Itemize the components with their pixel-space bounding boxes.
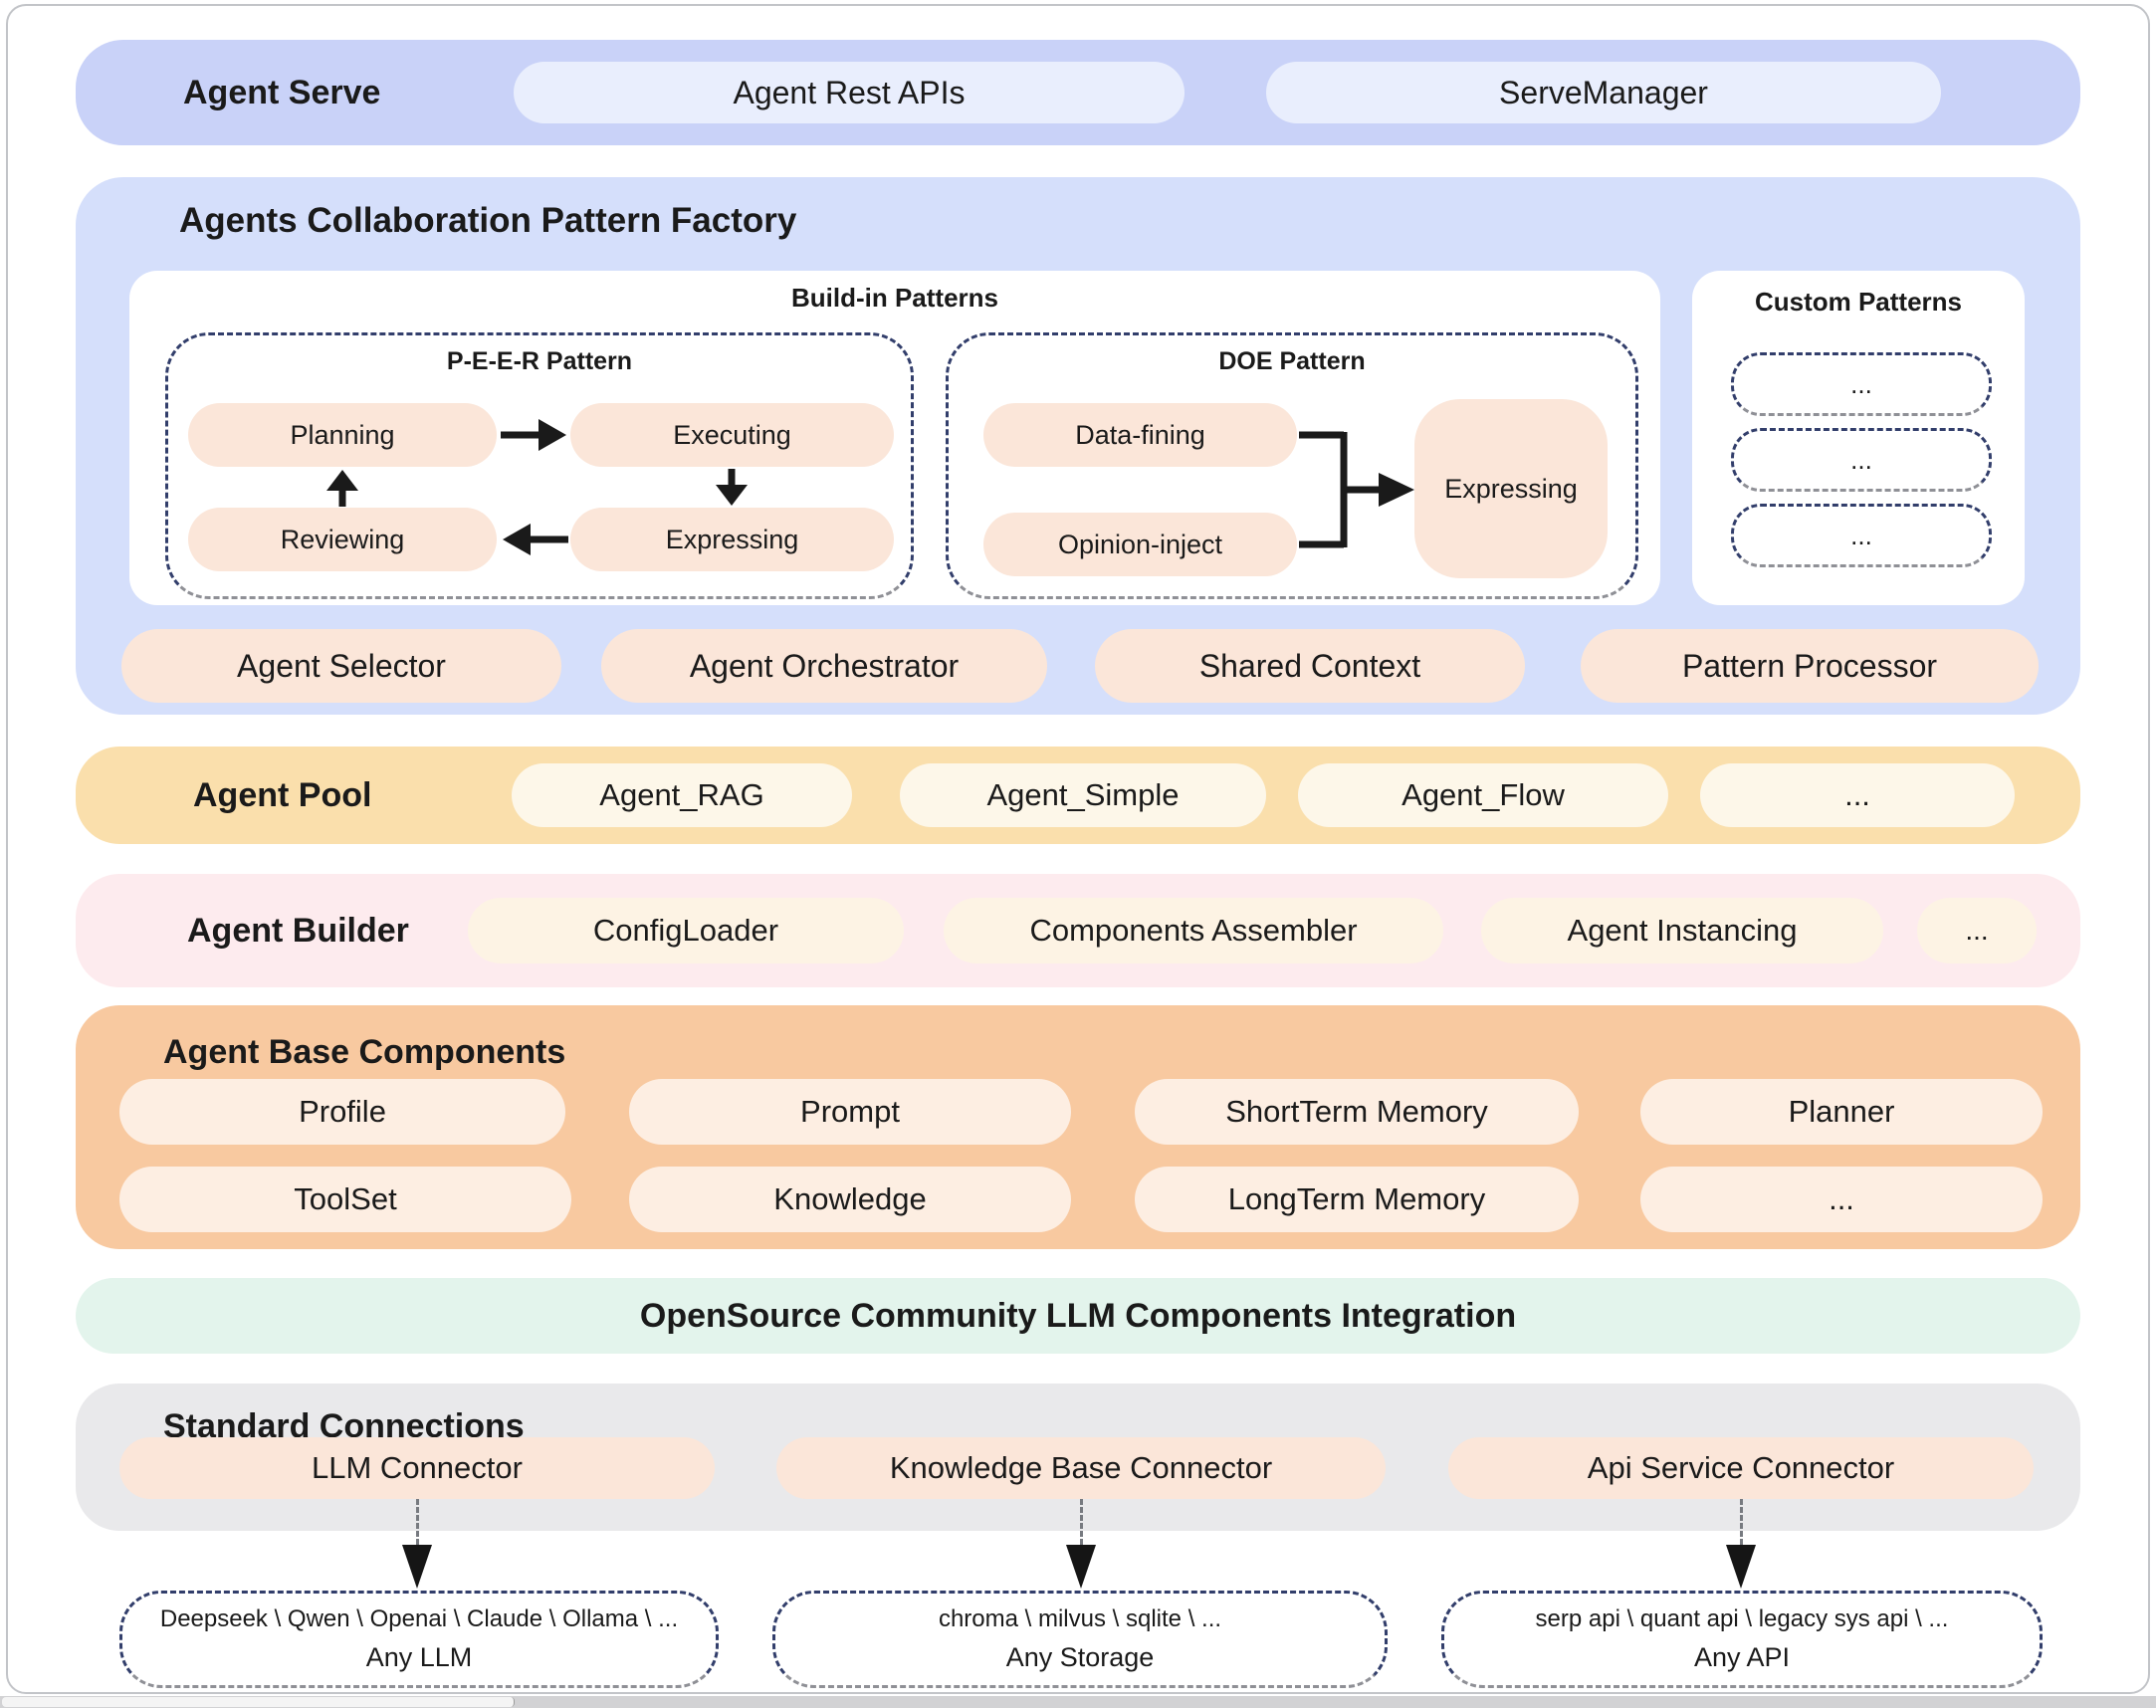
- standard-connections-band: Standard Connections LLM Connector Knowl…: [76, 1384, 2080, 1531]
- pattern-factory-band: Agents Collaboration Pattern Factory Bui…: [76, 177, 2080, 715]
- llm-connector-line: [416, 1499, 419, 1545]
- shared-context-block: Shared Context: [1095, 629, 1525, 703]
- agent-builder-more-block: ...: [1917, 898, 2037, 963]
- agent-pool-more-block: ...: [1700, 763, 2015, 827]
- planner-block: Planner: [1640, 1079, 2043, 1145]
- agent-base-components-title: Agent Base Components: [163, 1033, 566, 1071]
- arrow-left-icon: [503, 524, 568, 555]
- pattern-processor-block: Pattern Processor: [1581, 629, 2039, 703]
- agent-selector-block: Agent Selector: [121, 629, 561, 703]
- configloader-block: ConfigLoader: [468, 898, 904, 963]
- agent-pool-title: Agent Pool: [193, 775, 372, 814]
- components-assembler-block: Components Assembler: [944, 898, 1443, 963]
- knowledge-block: Knowledge: [629, 1167, 1071, 1232]
- arrow-down-icon: [1726, 1545, 1756, 1589]
- arrow-up-icon: [326, 470, 358, 507]
- any-api-label: Any API: [1693, 1642, 1791, 1672]
- agent-builder-title: Agent Builder: [187, 911, 409, 950]
- agent-rest-apis-block: Agent Rest APIs: [514, 62, 1185, 123]
- agent-serve-band: Agent Serve Agent Rest APIs ServeManager: [76, 40, 2080, 145]
- peer-node-reviewing: Reviewing: [188, 508, 497, 571]
- api-providers-list: serp api \ quant api \ legacy sys api \ …: [1535, 1605, 1949, 1632]
- agent-base-components-band: Agent Base Components Profile Prompt Sho…: [76, 1005, 2080, 1249]
- arrow-down-icon: [402, 1545, 432, 1589]
- any-storage-target-box: chroma \ milvus \ sqlite \ ... Any Stora…: [772, 1591, 1388, 1688]
- doe-node-data-fining: Data-fining: [983, 403, 1297, 467]
- pattern-factory-title: Agents Collaboration Pattern Factory: [179, 201, 797, 240]
- horizontal-scrollbar[interactable]: [0, 1696, 2156, 1708]
- agent-rag-block: Agent_RAG: [512, 763, 852, 827]
- arrow-down-icon: [1066, 1545, 1096, 1589]
- opensource-integration-band: OpenSource Community LLM Components Inte…: [76, 1278, 2080, 1354]
- custom-patterns-title: Custom Patterns: [1754, 287, 1963, 317]
- profile-block: Profile: [119, 1079, 565, 1145]
- agent-flow-block: Agent_Flow: [1298, 763, 1668, 827]
- peer-node-planning: Planning: [188, 403, 497, 467]
- custom-pattern-placeholder: ...: [1731, 504, 1992, 567]
- llm-providers-list: Deepseek \ Qwen \ Openai \ Claude \ Olla…: [159, 1605, 679, 1632]
- any-llm-target-box: Deepseek \ Qwen \ Openai \ Claude \ Olla…: [119, 1591, 719, 1688]
- peer-node-executing: Executing: [570, 403, 894, 467]
- api-service-connector-block: Api Service Connector: [1448, 1437, 2034, 1499]
- peer-pattern-title: P-E-E-R Pattern: [446, 347, 633, 375]
- prompt-block: Prompt: [629, 1079, 1071, 1145]
- doe-node-expressing: Expressing: [1414, 399, 1608, 578]
- any-api-target-box: serp api \ quant api \ legacy sys api \ …: [1441, 1591, 2043, 1688]
- servemanager-block: ServeManager: [1266, 62, 1941, 123]
- doe-pattern-title: DOE Pattern: [1218, 347, 1366, 375]
- longterm-memory-block: LongTerm Memory: [1135, 1167, 1579, 1232]
- storage-providers-list: chroma \ milvus \ sqlite \ ...: [938, 1605, 1222, 1632]
- custom-patterns-panel: Custom Patterns ... ... ...: [1692, 271, 2025, 605]
- toolset-block: ToolSet: [119, 1167, 571, 1232]
- builtin-patterns-title: Build-in Patterns: [790, 283, 998, 313]
- custom-pattern-placeholder: ...: [1731, 352, 1992, 416]
- any-llm-label: Any LLM: [365, 1642, 473, 1672]
- agent-pool-band: Agent Pool Agent_RAG Agent_Simple Agent_…: [76, 747, 2080, 844]
- agent-builder-band: Agent Builder ConfigLoader Components As…: [76, 874, 2080, 987]
- doe-join-arrow-icon: [1299, 431, 1414, 548]
- knowledge-base-connector-block: Knowledge Base Connector: [776, 1437, 1386, 1499]
- builtin-patterns-panel: Build-in Patterns P-E-E-R Pattern Planni…: [129, 271, 1660, 605]
- agent-serve-title: Agent Serve: [183, 73, 381, 111]
- any-storage-label: Any Storage: [1005, 1642, 1155, 1672]
- custom-pattern-placeholder: ...: [1731, 428, 1992, 492]
- agent-orchestrator-block: Agent Orchestrator: [601, 629, 1047, 703]
- api-connector-line: [1740, 1499, 1743, 1545]
- peer-pattern-box: P-E-E-R Pattern Planning Executing Revie…: [165, 332, 914, 599]
- kb-connector-line: [1080, 1499, 1083, 1545]
- llm-connector-block: LLM Connector: [119, 1437, 715, 1499]
- horizontal-scrollbar-thumb[interactable]: [2, 1697, 515, 1707]
- arrow-right-icon: [501, 419, 566, 451]
- doe-node-opinion-inject: Opinion-inject: [983, 513, 1297, 576]
- arrow-down-icon: [716, 469, 748, 506]
- diagram-canvas-frame: [6, 4, 2150, 1694]
- agent-simple-block: Agent_Simple: [900, 763, 1266, 827]
- agent-instancing-block: Agent Instancing: [1481, 898, 1883, 963]
- base-components-more-block: ...: [1640, 1167, 2043, 1232]
- doe-pattern-box: DOE Pattern Data-fining Opinion-inject E…: [946, 332, 1638, 599]
- peer-node-expressing: Expressing: [570, 508, 894, 571]
- shortterm-memory-block: ShortTerm Memory: [1135, 1079, 1579, 1145]
